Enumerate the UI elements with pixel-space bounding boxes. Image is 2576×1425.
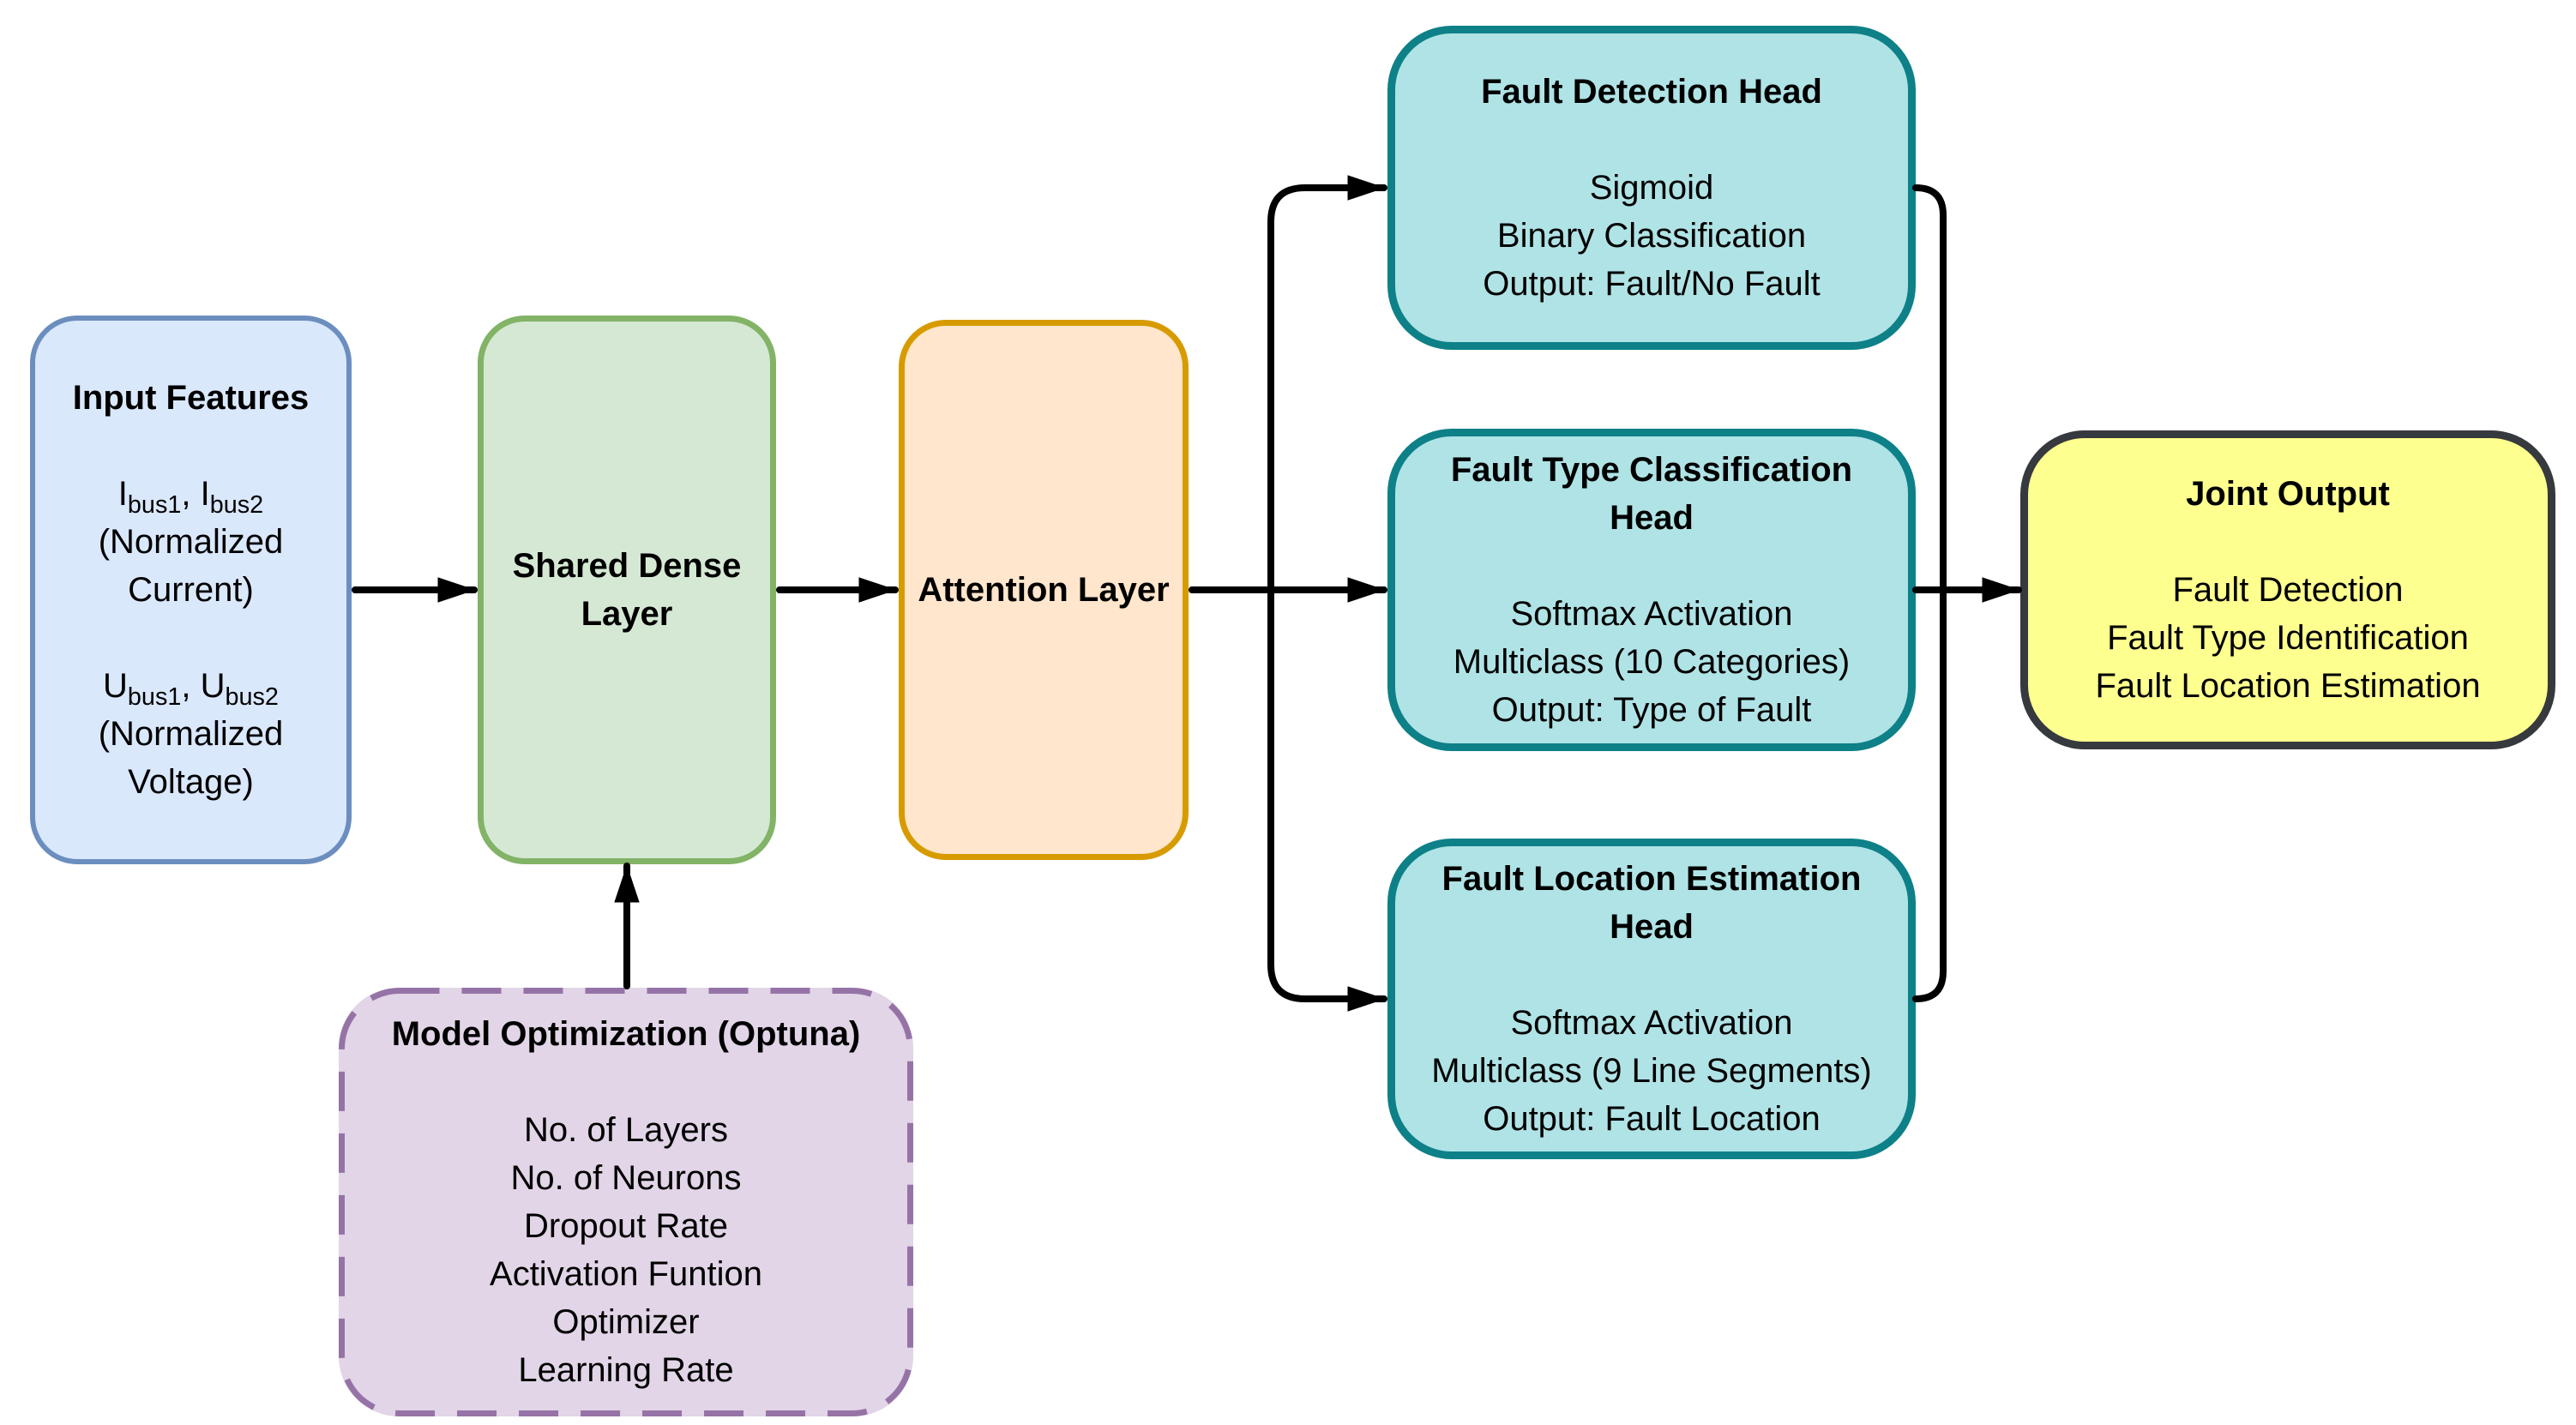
- node-fault-detection-head: Fault Detection Head Sigmoid Binary Clas…: [1387, 26, 1916, 350]
- fault-detection-head-title: Fault Detection Head: [1481, 73, 1822, 111]
- edge-fault-detection-head-to-merge: [1912, 184, 1947, 595]
- fault-detection-head-body: Sigmoid Binary Classification Output: Fa…: [1483, 169, 1821, 303]
- node-fault-type-classification-head: Fault Type Classification Head Softmax A…: [1387, 429, 1916, 751]
- fault-location-estimation-head-body: Softmax Activation Multiclass (9 Line Se…: [1431, 1004, 1872, 1138]
- fault-location-estimation-head-title: Fault Location Estimation Head: [1441, 860, 1862, 946]
- node-fault-location-estimation-head: Fault Location Estimation Head Softmax A…: [1387, 839, 1916, 1159]
- fault-type-classification-head-title: Fault Type Classification Head: [1450, 451, 1853, 537]
- node-model-optimization-optuna: Model Optimization (Optuna) No. of Layer…: [339, 988, 913, 1416]
- input-features-title: Input Features: [72, 379, 310, 417]
- shared-dense-layer-title: Shared Dense Layer: [512, 547, 742, 633]
- fault-type-classification-head-body: Softmax Activation Multiclass (10 Catego…: [1453, 595, 1851, 729]
- model-optimization-body: No. of Layers No. of Neurons Dropout Rat…: [490, 1111, 762, 1389]
- model-optimization-title: Model Optimization (Optuna): [391, 1015, 861, 1053]
- joint-output-title: Joint Output: [2186, 475, 2390, 513]
- edge-branch-to-fault-detection-head: [1267, 175, 1387, 593]
- edge-branch-to-fault-location-head: [1267, 586, 1387, 1012]
- node-joint-output: Joint Output Fault Detection Fault Type …: [2020, 430, 2555, 749]
- node-attention-layer: Attention Layer: [899, 320, 1189, 860]
- joint-output-body: Fault Detection Fault Type Identificatio…: [2095, 571, 2481, 705]
- node-shared-dense-layer: Shared Dense Layer: [478, 316, 776, 864]
- edge-fault-location-head-to-merge: [1912, 585, 1947, 1002]
- attention-layer-title: Attention Layer: [918, 571, 1170, 609]
